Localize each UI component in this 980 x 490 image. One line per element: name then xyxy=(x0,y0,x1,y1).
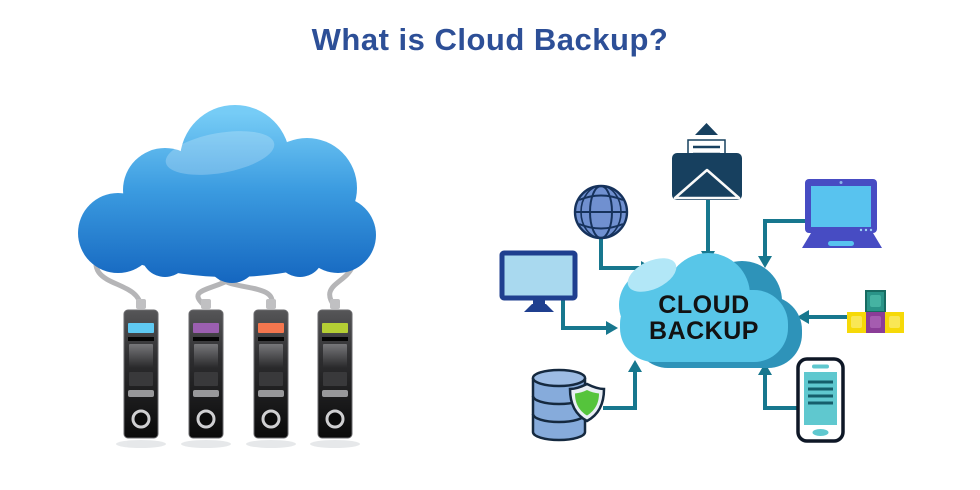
server-shadows xyxy=(116,440,360,448)
database-shield-icon xyxy=(531,368,606,442)
server-tower-2 xyxy=(188,309,224,439)
server-2-port xyxy=(196,409,216,429)
server-tower-1 xyxy=(123,309,159,439)
smartphone-icon xyxy=(796,357,845,443)
server-1-indicator xyxy=(128,323,154,333)
monitor-icon xyxy=(499,250,578,312)
storage-cloud xyxy=(78,105,376,283)
globe-icon xyxy=(573,184,629,240)
hub-cloud-highlight xyxy=(627,258,677,292)
server-4-indicator xyxy=(322,323,348,333)
server-2-indicator xyxy=(193,323,219,333)
server-tower-4 xyxy=(317,309,353,439)
page-title: What is Cloud Backup? xyxy=(311,22,669,57)
left-illustration xyxy=(78,105,376,448)
cloud-highlight xyxy=(165,131,275,175)
shield-green-core xyxy=(575,390,599,416)
laptop-icon xyxy=(802,179,882,248)
email-icon xyxy=(672,123,742,200)
blocks-icon xyxy=(847,290,904,333)
server-3-port xyxy=(261,409,281,429)
cloud-backup-hub: CLOUD BACKUP xyxy=(619,253,802,368)
server-1-port xyxy=(131,409,151,429)
server-tower-3 xyxy=(253,309,289,439)
hub-label-line1: CLOUD xyxy=(658,291,749,319)
right-diagram: CLOUD BACKUP xyxy=(499,123,904,443)
hub-label-line2: BACKUP xyxy=(649,317,759,345)
server-3-indicator xyxy=(258,323,284,333)
server-4-port xyxy=(325,409,345,429)
